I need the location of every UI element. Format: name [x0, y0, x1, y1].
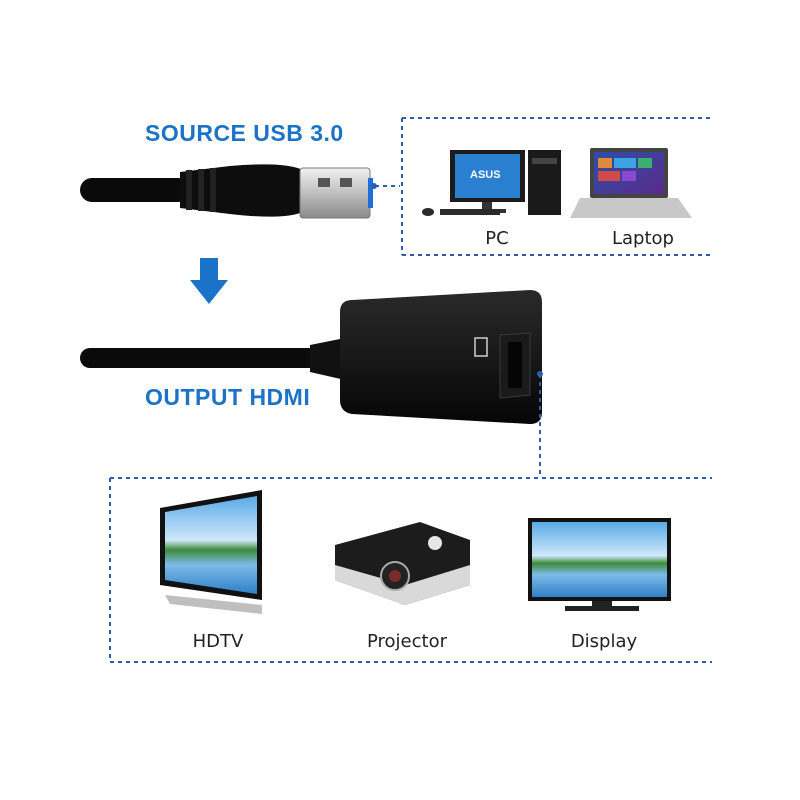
hdtv-caption: HDTV	[192, 631, 244, 652]
desktop-pc-icon	[422, 150, 561, 216]
source-label: SOURCE USB 3.0	[145, 120, 344, 146]
projector-icon	[335, 522, 470, 605]
usb-plug	[80, 164, 373, 219]
projector-caption: Projector	[367, 631, 447, 652]
output-label: OUTPUT HDMI	[145, 384, 311, 410]
monitor-brand: ASUS	[470, 169, 501, 181]
display-caption: Display	[570, 631, 638, 652]
display-icon	[528, 518, 671, 611]
hdmi-adapter	[80, 290, 542, 424]
hdtv-icon	[160, 490, 262, 614]
laptop-caption: Laptop	[612, 228, 674, 249]
source-devices-box	[375, 117, 712, 256]
down-arrow-icon	[190, 258, 228, 304]
pc-caption: PC	[485, 228, 509, 249]
laptop-icon	[570, 148, 692, 218]
output-devices-box	[109, 374, 712, 663]
